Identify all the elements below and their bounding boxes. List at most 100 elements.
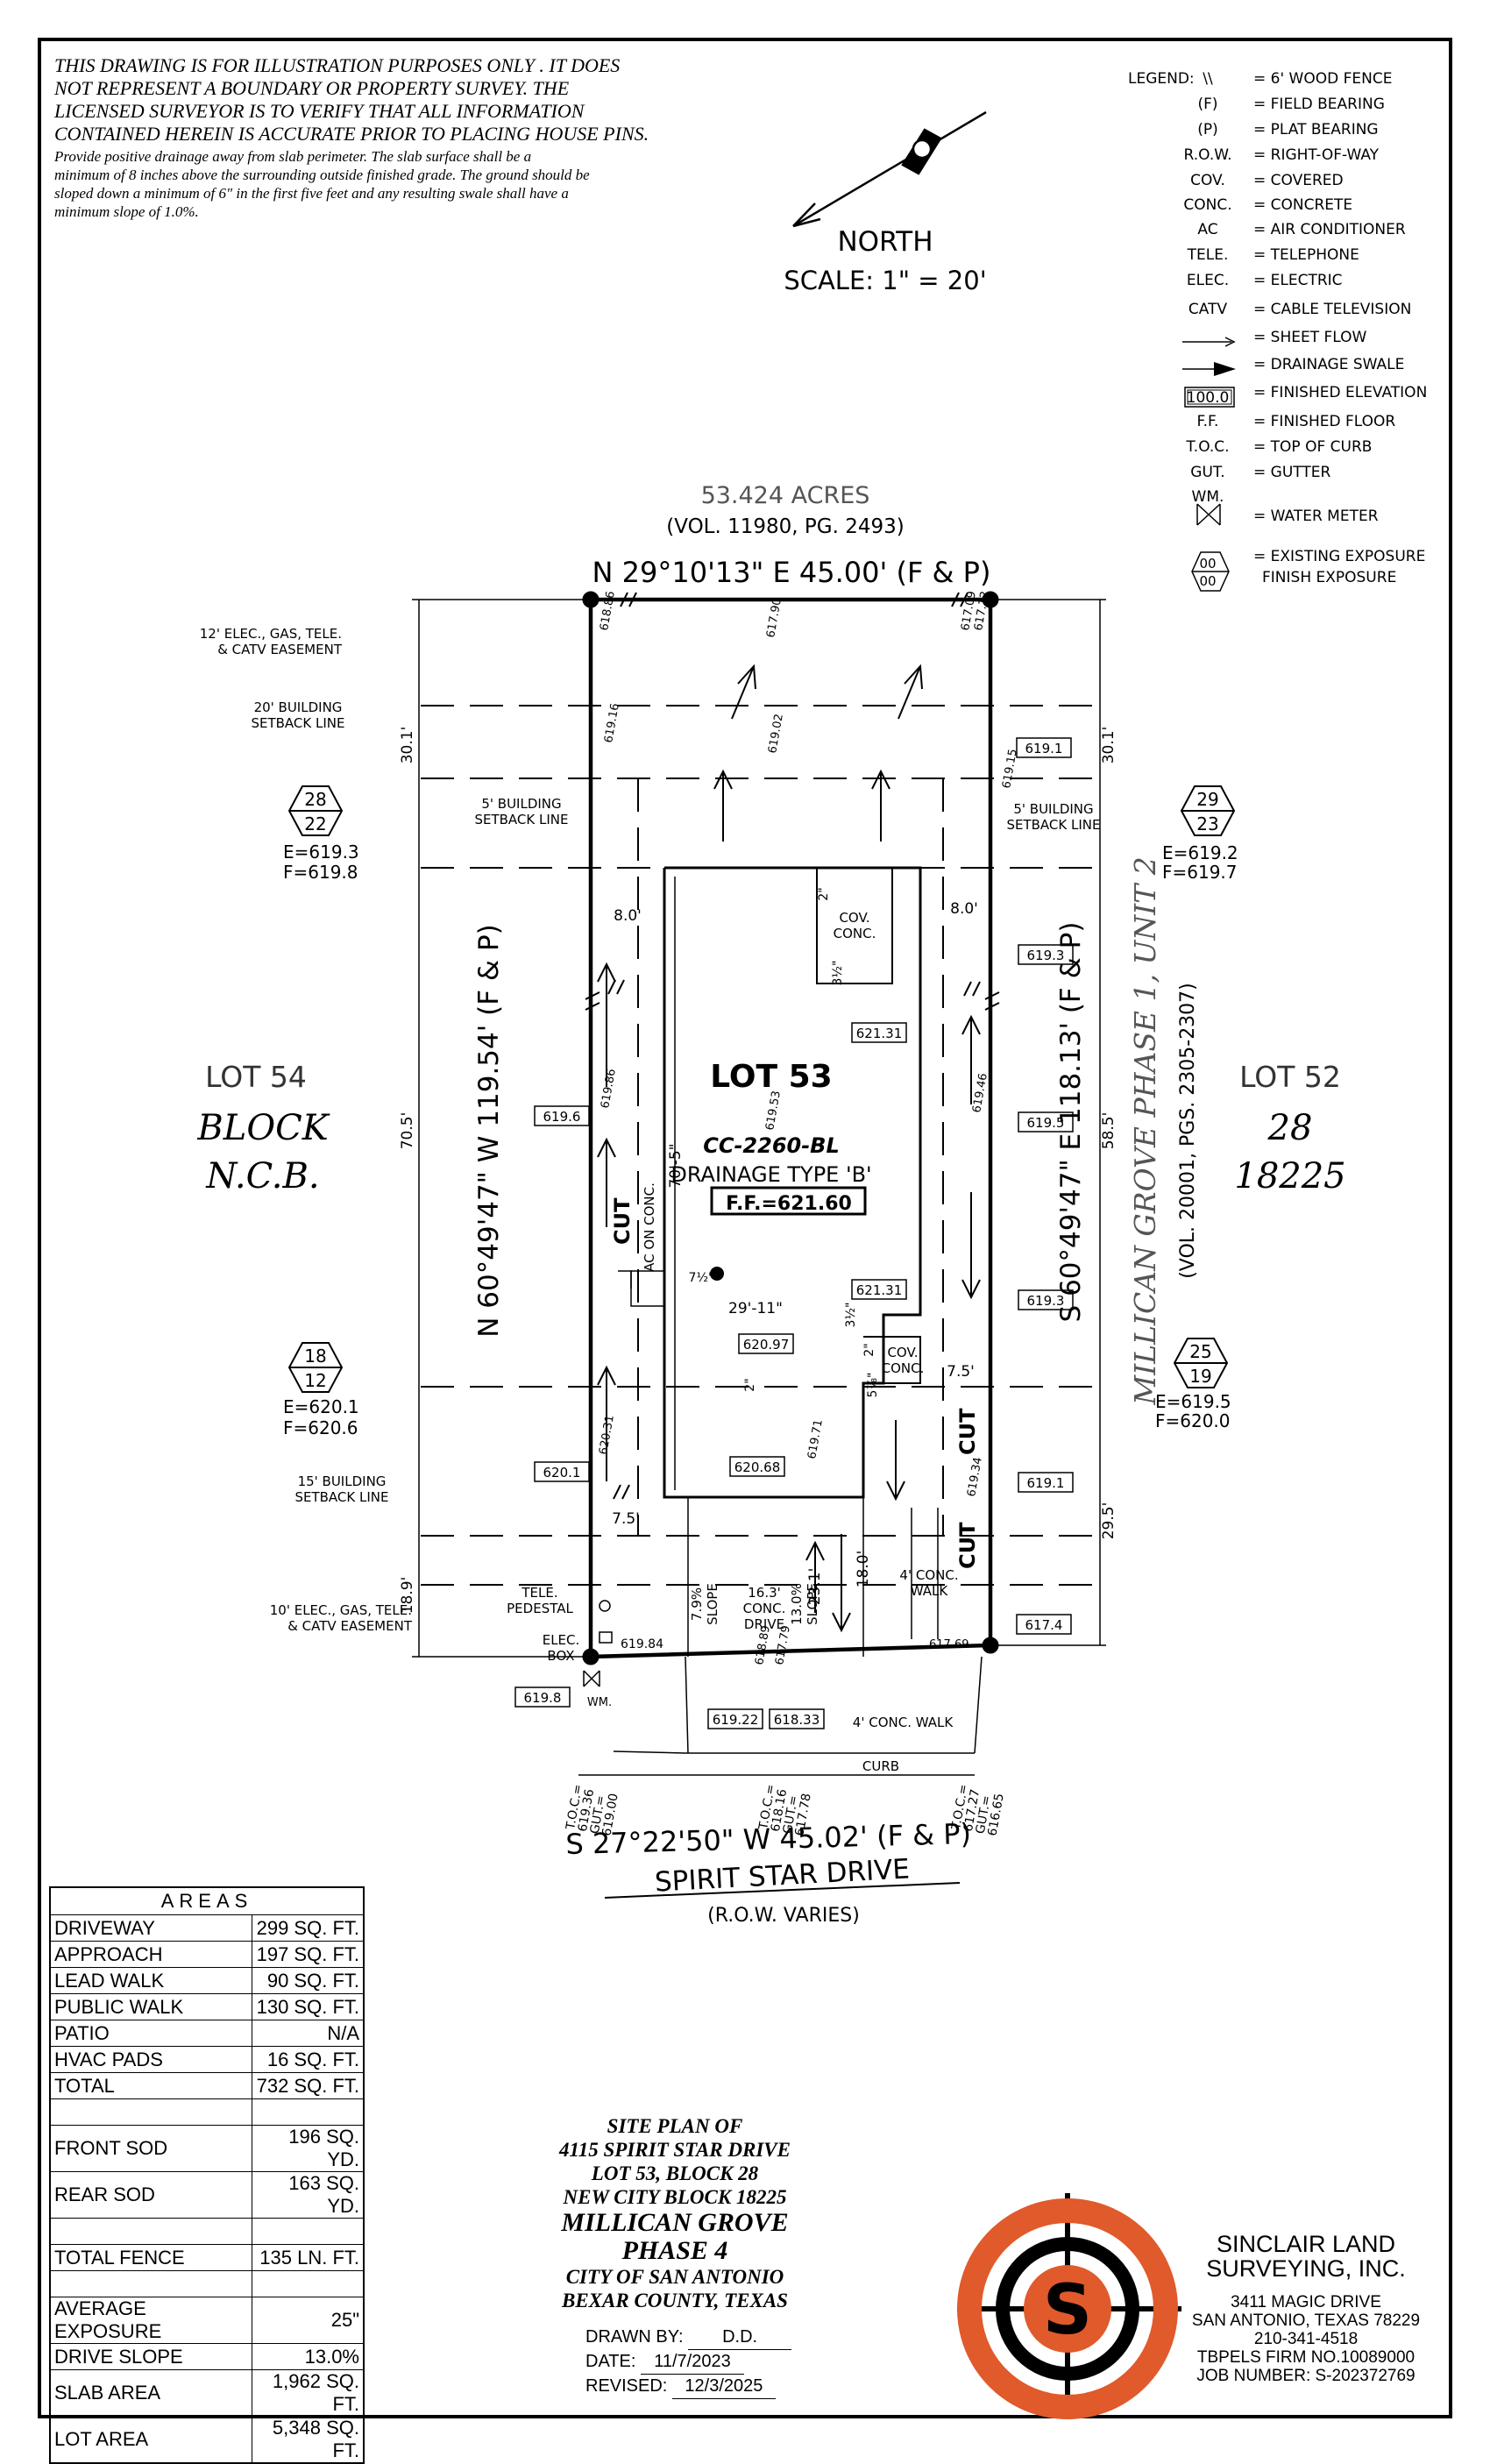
lot-label: LOT 53 <box>710 1059 832 1095</box>
legend-symbol: \\ <box>1203 70 1213 88</box>
elevation-box <box>738 1333 794 1354</box>
tele-label-l1: TELE. <box>521 1585 557 1601</box>
legend-symbol: 100.0 <box>1187 389 1230 407</box>
areas-label: SLAB AREA <box>49 2369 252 2417</box>
driveway <box>578 1497 983 1776</box>
easement-bottom-l1: 10' ELEC., GAS, TELE. <box>270 1602 412 1618</box>
callouts: 12' ELEC., GAS, TELE. & CATV EASEMENT 20… <box>200 626 1101 1774</box>
legend-symbol: 00 <box>1199 556 1216 572</box>
easement-bottom-l2: & CATV EASEMENT <box>287 1618 413 1634</box>
areas-label <box>49 2270 252 2297</box>
setback-left-l1: 5' BUILDING <box>481 796 561 812</box>
elevation-box <box>851 1279 907 1300</box>
ac-unit-icon <box>710 1267 724 1281</box>
elevation-box <box>729 1456 785 1477</box>
company-block: SINCLAIR LAND SURVEYING, INC. 3411 MAGIC… <box>1174 2232 1437 2385</box>
legend-symbol: F.F. <box>1197 413 1219 430</box>
lot52-label: LOT 52 <box>1239 1060 1341 1094</box>
dim-29-11: 29'-11" <box>728 1300 783 1317</box>
elevation-box-value: 619.3 <box>1027 1293 1065 1309</box>
hex-28: 28 <box>304 789 326 810</box>
cut-label-3: CUT <box>955 1522 980 1569</box>
drainage-note-4: minimum slope of 1.0%. <box>54 203 199 220</box>
areas-label: AVERAGE EXPOSURE <box>49 2297 252 2344</box>
logo-letter: S <box>1043 2271 1092 2350</box>
conc-walk-a-l2: WALK <box>911 1583 949 1599</box>
finished-floor: F.F.=621.60 <box>726 1193 852 1215</box>
spot-elevation: 617.90 <box>764 597 784 638</box>
setback-bottom-l2: SETBACK LINE <box>294 1489 388 1505</box>
cov-conc-top-l2: CONC. <box>834 926 876 941</box>
elevation-box-value: 619.5 <box>1027 1115 1065 1131</box>
easement-top-l2: & CATV EASEMENT <box>217 642 343 657</box>
acreage: 53.424 ACRES <box>701 482 870 509</box>
slope-b-value: 13.0% <box>789 1583 805 1625</box>
title-tail-2: BEXAR COUNTY, TEXAS <box>562 2290 788 2311</box>
drawn-by-value: D.D. <box>688 2326 792 2350</box>
legend-text: = DRAINAGE SWALE <box>1253 356 1404 373</box>
dim-2-c: 2" <box>862 1343 876 1356</box>
areas-value: 196 SQ. YD. <box>252 2125 365 2172</box>
cut-label-1: CUT <box>610 1197 635 1245</box>
tele-pedestal-icon <box>599 1600 611 1612</box>
areas-value: 732 SQ. FT. <box>252 2072 365 2099</box>
slope-b-label: SLOPE <box>805 1583 820 1625</box>
hex4-f: F=620.0 <box>1155 1410 1231 1431</box>
conc-drive-l3: DRIVE <box>744 1616 784 1632</box>
title-line-2: 4115 SPIRIT STAR DRIVE <box>559 2139 791 2161</box>
company-name-1: SINCLAIR LAND <box>1216 2231 1396 2257</box>
areas-value: 135 LN. FT. <box>252 2244 365 2271</box>
hex-23: 23 <box>1196 813 1218 834</box>
legend-text: = GUTTER <box>1253 464 1330 481</box>
areas-label: FRONT SOD <box>49 2125 252 2172</box>
legend-symbol: CATV <box>1188 301 1228 318</box>
conc-drive-l2: CONC. <box>743 1601 786 1616</box>
cov-conc-bot-l2: CONC. <box>882 1360 925 1376</box>
hex-19: 19 <box>1189 1366 1211 1387</box>
areas-value: 13.0% <box>252 2343 365 2370</box>
company-address: 3411 MAGIC DRIVE SAN ANTONIO, TEXAS 7822… <box>1174 2293 1437 2385</box>
setback-left-l2: SETBACK LINE <box>474 812 568 827</box>
setback-lines <box>421 705 1100 1586</box>
revised-value: 12/3/2025 <box>671 2375 776 2399</box>
spot-elevation: 619.15 <box>1000 748 1020 789</box>
hex3-e: E=620.1 <box>283 1396 359 1417</box>
dim-7-5-left: 7.5' <box>612 1510 640 1528</box>
setback-bottom-l1: 15' BUILDING <box>298 1473 387 1489</box>
sheet-flow-arrows <box>597 664 981 1633</box>
conc-drive-l1: 16.3' <box>748 1585 781 1601</box>
elevation-box-value: 621.31 <box>856 1282 903 1298</box>
date-value: 11/7/2023 <box>640 2350 744 2375</box>
dim-2-b: 2" <box>743 1378 757 1391</box>
toc-labels: T.O.C.= 619.36 GUT.= 619.00 T.O.C.= 618.… <box>564 1783 1007 1836</box>
areas-value: 5,348 SQ. FT. <box>252 2416 365 2464</box>
hex4-e: E=619.5 <box>1155 1391 1231 1412</box>
dim-70-5: 70.5' <box>399 1112 416 1150</box>
elevation-box-value: 619.3 <box>1027 948 1065 963</box>
dim-7-5-right: 7.5' <box>947 1363 975 1381</box>
company-addr-2: SAN ANTONIO, TEXAS 78229 <box>1191 2311 1421 2330</box>
areas-label: DRIVE SLOPE <box>49 2343 252 2370</box>
areas-value: 197 SQ. FT. <box>252 1941 365 1968</box>
areas-label: REAR SOD <box>49 2171 252 2219</box>
areas-label: PATIO <box>49 2020 252 2047</box>
scale-label: SCALE: 1" = 20' <box>784 266 986 295</box>
toc-mid-3: GUT.= <box>781 1794 801 1835</box>
areas-value <box>252 2098 365 2126</box>
toc-left-3: GUT.= <box>588 1794 608 1835</box>
disclaimer-block: THIS DRAWING IS FOR ILLUSTRATION PURPOSE… <box>54 54 720 221</box>
drainage-note-2: minimum of 8 inches above the surroundin… <box>54 167 590 183</box>
conc-walk-b: 4' CONC. WALK <box>853 1715 954 1730</box>
dim-8-0-left: 8.0' <box>614 907 642 925</box>
title-line-3: LOT 53, BLOCK 28 <box>591 2162 759 2184</box>
house-slab <box>618 866 922 1499</box>
slope-a-label: SLOPE <box>705 1583 720 1625</box>
legend-title: LEGEND: <box>1128 70 1195 88</box>
legend-text: = FINISHED ELEVATION <box>1253 384 1427 401</box>
drainage-note: Provide positive drainage away from slab… <box>54 147 720 221</box>
row-note: (R.O.W. VARIES) <box>707 1905 860 1927</box>
